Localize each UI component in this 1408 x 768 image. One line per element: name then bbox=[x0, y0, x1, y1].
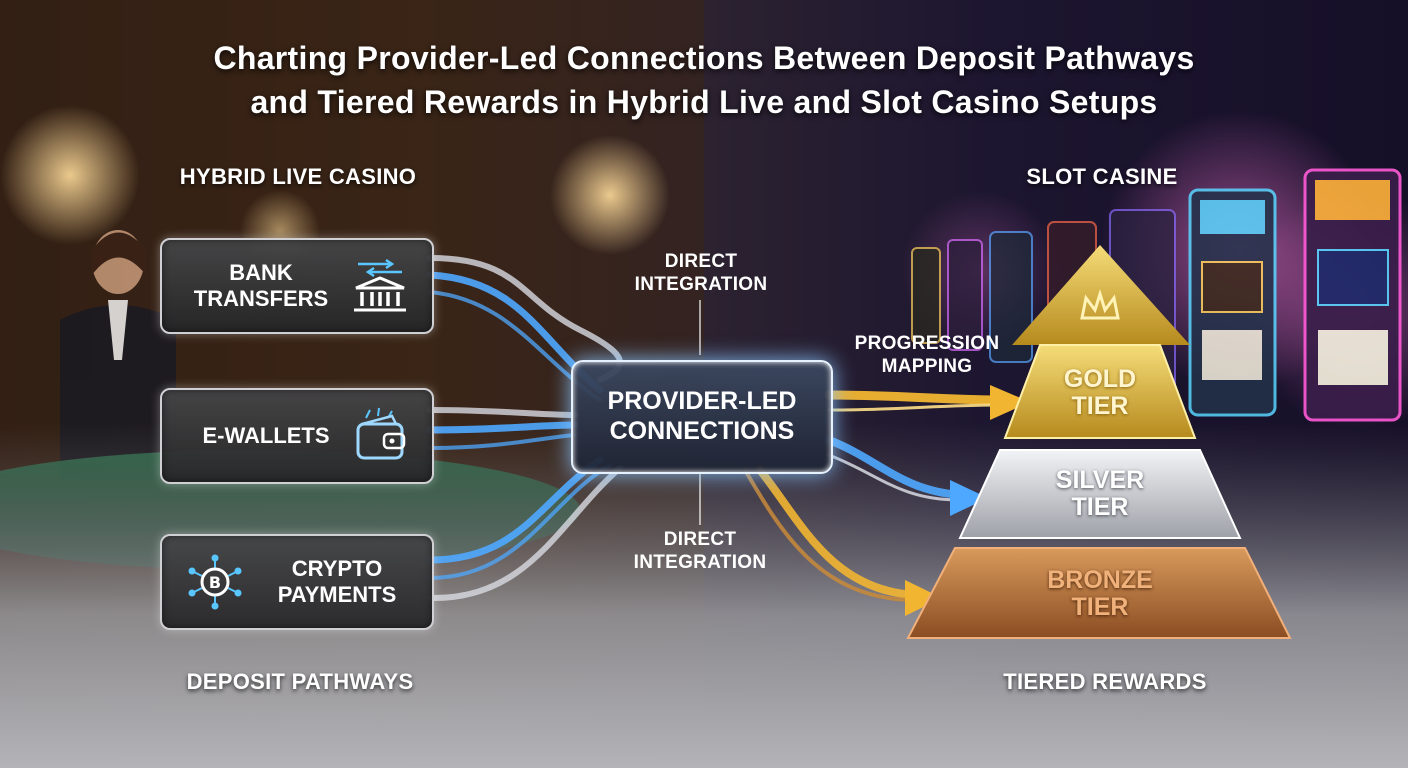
bank-transfers-card: BANK TRANSFERS bbox=[160, 238, 434, 334]
provider-led-connections-hub: PROVIDER-LED CONNECTIONS bbox=[571, 360, 833, 474]
title-line-1: Charting Provider-Led Connections Betwee… bbox=[213, 40, 1195, 76]
gold-arrow-icon bbox=[990, 385, 1030, 420]
right-section-header: SLOT CASINE bbox=[1026, 164, 1178, 189]
card-label: E-WALLETS bbox=[202, 423, 330, 448]
bronze-tier-label: BRONZE TIER bbox=[1047, 566, 1153, 621]
card-label: BANK TRANSFERS bbox=[193, 260, 329, 311]
silver-arrow-icon bbox=[950, 480, 988, 516]
progression-mapping-label: PROGRESSION MAPPING bbox=[854, 333, 1000, 377]
bank-icon bbox=[354, 258, 406, 312]
title-line-2: and Tiered Rewards in Hybrid Live and Sl… bbox=[250, 84, 1158, 120]
gold-tier-label: GOLD TIER bbox=[1063, 365, 1137, 420]
top-connector-label: DIRECT INTEGRATION bbox=[634, 251, 768, 295]
bronze-arrow-icon bbox=[905, 580, 942, 616]
crypto-payments-card: B CRYPTO PAYMENTS bbox=[160, 534, 434, 630]
right-section-footer: TIERED REWARDS bbox=[1003, 669, 1207, 694]
crypto-icon: B bbox=[188, 554, 242, 610]
left-section-footer: DEPOSIT PATHWAYS bbox=[186, 669, 414, 694]
crown-icon bbox=[1080, 288, 1120, 320]
silver-tier-label: SILVER TIER bbox=[1055, 466, 1145, 521]
bronze-tier-shape bbox=[906, 547, 1292, 639]
page-title: Charting Provider-Led Connections Betwee… bbox=[60, 36, 1348, 124]
left-section-header: HYBRID LIVE CASINO bbox=[179, 164, 417, 189]
tier-flow-lines bbox=[743, 390, 1005, 602]
card-label: CRYPTO PAYMENTS bbox=[277, 556, 397, 607]
e-wallets-card: E-WALLETS bbox=[160, 388, 434, 484]
svg-text:B: B bbox=[209, 573, 221, 592]
silver-tier-shape bbox=[958, 449, 1242, 539]
bottom-connector-label: DIRECT INTEGRATION bbox=[633, 529, 767, 573]
wallet-icon bbox=[356, 407, 406, 460]
gold-tier-shape bbox=[1003, 344, 1197, 439]
hub-label: PROVIDER-LED CONNECTIONS bbox=[607, 387, 797, 445]
